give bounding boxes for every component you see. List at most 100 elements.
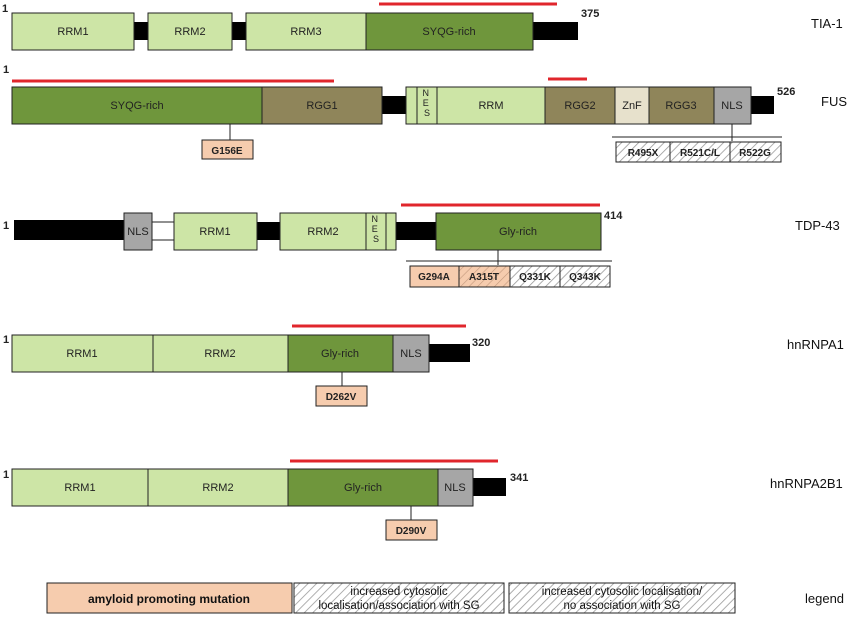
linker [134, 22, 148, 40]
legend-swatch-amyloid [46, 582, 293, 614]
mutation-g156e [201, 139, 254, 160]
legend: amyloid promoting mutation increased cyt… [46, 582, 844, 614]
mutation-label: Q343K [569, 272, 601, 283]
domain-rrm2 [152, 334, 289, 373]
end-residue: 341 [510, 472, 528, 484]
domain-label: RGG3 [665, 100, 696, 112]
domain-rrm1 [11, 12, 135, 51]
nes-vertical-label: N E S [422, 88, 431, 118]
domain-post-nes [385, 212, 397, 251]
domain-label: Gly-rich [344, 482, 382, 494]
linker [533, 22, 578, 40]
domain-label: NLS [444, 482, 465, 494]
domain-label: RGG2 [564, 100, 595, 112]
domain-label: RGG1 [306, 100, 337, 112]
mutation-label: R522G [739, 148, 771, 159]
linker [232, 22, 246, 40]
mutation-r522g [729, 141, 782, 163]
start-residue: 1 [3, 469, 9, 481]
linker [14, 220, 124, 240]
nes-vertical-label: N E S [371, 214, 380, 244]
domain-label: RRM2 [202, 482, 233, 494]
domain-syqg-rich [11, 86, 263, 125]
linker [429, 344, 470, 362]
domain-label: SYQG-rich [422, 26, 475, 38]
mutation-q343k [559, 265, 611, 288]
domain-gly-rich [287, 468, 439, 507]
mutation-label: R495X [628, 148, 659, 159]
start-residue: 1 [3, 220, 9, 232]
legend-swatch-sg [293, 582, 505, 614]
nes-letter-n: N [422, 88, 429, 98]
mutation-label: G294A [418, 272, 450, 283]
linker [473, 478, 506, 496]
legend-label: localisation/association with SG [318, 600, 479, 612]
protein-name: FUS [821, 94, 847, 109]
domain-nls [713, 86, 752, 125]
start-residue: 1 [3, 64, 9, 76]
protein-name: hnRNPA1 [787, 337, 844, 352]
domain-nls [123, 212, 153, 251]
domain-label: NLS [400, 348, 421, 360]
domain-label: RRM2 [204, 348, 235, 360]
domain-rrm1 [11, 334, 154, 373]
start-residue: 1 [2, 3, 8, 15]
protein-hnrnpa2b1: 1 RRM1 RRM2 Gly-rich NLS 341 hnRNPA2B1 D… [3, 459, 843, 541]
legend-swatch-no-sg [508, 582, 736, 614]
end-residue: 526 [777, 86, 795, 98]
domain-label: RRM1 [57, 26, 88, 38]
domain-rrm3 [245, 12, 367, 51]
mutation-d290v [385, 519, 438, 541]
linker [382, 96, 406, 114]
linker [257, 222, 280, 240]
domain-label: RRM1 [199, 226, 230, 238]
mutation-label: D262V [326, 392, 357, 403]
mutation-label: Q331K [519, 272, 551, 283]
linker [751, 96, 774, 114]
protein-name: hnRNPA2B1 [770, 476, 843, 491]
domain-syqg-rich [365, 12, 534, 51]
linker-open [151, 221, 175, 241]
domain-label: RRM2 [307, 226, 338, 238]
legend-title: legend [805, 591, 844, 606]
end-residue: 414 [604, 210, 623, 222]
legend-label: increased cytosolic [350, 586, 447, 598]
nes-letter-s: S [424, 108, 430, 118]
domain-rrm2 [147, 12, 233, 51]
legend-label: no association with SG [564, 600, 681, 612]
protein-hnrnpa1: 1 RRM1 RRM2 Gly-rich NLS 320 hnRNPA1 D26… [3, 324, 844, 407]
mutation-label: A315T [469, 272, 499, 283]
protein-tia1: 1 RRM1 RRM2 RRM3 SYQG-rich 375 TIA-1 [2, 2, 843, 51]
domain-pre-nes [405, 86, 418, 125]
legend-label: increased cytosolic localisation/ [542, 586, 703, 598]
domain-label: NLS [721, 100, 742, 112]
domain-label: RRM1 [66, 348, 97, 360]
domain-nls [437, 468, 474, 507]
end-residue: 375 [581, 8, 599, 20]
protein-fus: 1 SYQG-rich RGG1 N E S RRM RGG2 ZnF RGG3… [3, 64, 847, 163]
mutation-d262v [315, 385, 368, 407]
domain-rrm2 [279, 212, 367, 251]
legend-label: amyloid promoting mutation [88, 592, 250, 606]
domain-nls [392, 334, 430, 373]
domain-rrm1 [173, 212, 258, 251]
end-residue: 320 [472, 337, 490, 349]
mutation-label: G156E [211, 146, 242, 157]
domain-label: RRM [478, 100, 503, 112]
protein-name: TDP-43 [795, 218, 840, 233]
domain-label: NLS [127, 226, 148, 238]
domain-label: Gly-rich [321, 348, 359, 360]
mutation-label: R521C/L [680, 148, 720, 159]
domain-gly-rich [435, 212, 602, 251]
mutation-label: D290V [396, 526, 427, 537]
start-residue: 1 [3, 334, 9, 346]
domain-znf [614, 86, 650, 125]
nes-letter-e: E [423, 98, 429, 108]
domain-label: ZnF [622, 100, 642, 112]
linker [396, 222, 436, 240]
domain-label: RRM3 [290, 26, 321, 38]
domain-rgg1 [261, 86, 383, 125]
protein-tdp43: 1 NLS RRM1 RRM2 N E S Gly-rich 414 TDP-4… [3, 203, 840, 288]
domain-rrm2 [147, 468, 289, 507]
